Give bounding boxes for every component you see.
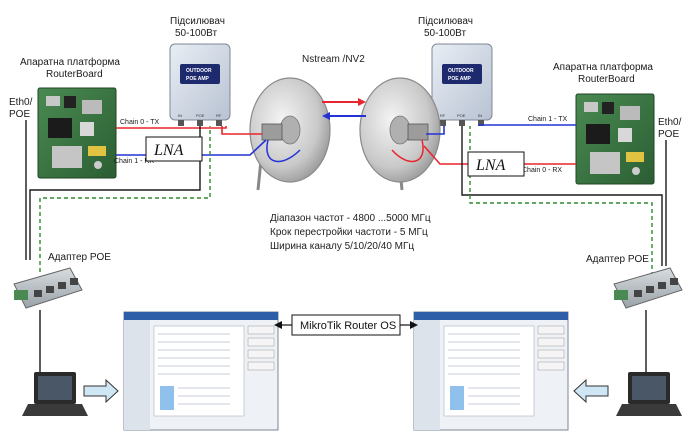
right-poe-adapter <box>613 267 683 309</box>
right-lna: LNA <box>467 151 525 177</box>
right-amp-power: 50-100Вт <box>424 28 466 39</box>
right-amp-port-poe: POE <box>457 113 466 118</box>
right-cabling <box>423 124 667 276</box>
right-amp-line2: POE AMP <box>448 76 472 82</box>
left-laptop-cable <box>39 310 52 379</box>
right-dish-antenna <box>359 77 441 191</box>
right-lna-label: LNA <box>475 157 506 174</box>
left-chain-tx: Chain 0 - TX <box>120 119 159 126</box>
os-label: MikroTik Router OS <box>300 320 396 332</box>
link-arrows <box>322 98 366 120</box>
left-amp-line2: POE AMP <box>186 76 210 82</box>
right-platform-title: Апаратна платформа <box>553 61 653 73</box>
right-amp-title: Підсилювач <box>418 16 473 27</box>
right-amp-line1: OUTDOOR <box>448 68 474 74</box>
right-chain-tx: Chain 1 - TX <box>528 116 567 123</box>
right-winbox-window <box>413 311 569 431</box>
left-winbox-window <box>123 311 279 431</box>
left-block-arrow <box>83 378 119 404</box>
left-lna: LNA <box>145 136 203 162</box>
os-label-group: MikroTik Router OS <box>274 314 418 336</box>
right-platform-name: RouterBoard <box>578 74 635 85</box>
left-eth-poe: POE <box>9 109 30 120</box>
left-platform-name: RouterBoard <box>46 69 103 80</box>
right-amp-port-in: IN <box>478 113 482 118</box>
right-chain-rx: Chain 0 - RX <box>522 167 562 174</box>
spec-frequency-step: Крок перестройки частоти - 5 МГц <box>270 227 428 238</box>
left-laptop <box>22 372 88 416</box>
right-amp-port-rf: RF <box>440 113 446 118</box>
left-amp-power: 50-100Вт <box>175 28 217 39</box>
right-amplifier: OUTDOOR POE AMP RF POE IN <box>431 43 493 126</box>
left-lna-label: LNA <box>153 142 184 159</box>
right-routerboard <box>575 93 655 185</box>
left-dish-antenna <box>249 77 331 191</box>
right-adapter-label: Адаптер POE <box>586 254 649 265</box>
left-adapter-label: Адаптер POE <box>48 252 111 263</box>
left-poe-adapter <box>13 267 83 309</box>
right-block-arrow <box>573 378 609 404</box>
left-amp-port-poe: POE <box>196 113 205 118</box>
left-platform-title: Апаратна платформа <box>20 56 120 68</box>
left-amp-port-in: IN <box>178 113 182 118</box>
spec-channel-width: Ширина каналу 5/10/20/40 МГц <box>270 241 414 252</box>
spec-frequency-range: Діапазон частот - 4800 ...5000 МГц <box>270 213 431 224</box>
left-amp-line1: OUTDOOR <box>186 68 212 74</box>
right-eth-poe: POE <box>658 129 679 140</box>
left-amplifier: OUTDOOR POE AMP IN POE RF <box>169 43 231 126</box>
left-chain-rx: Chain 1 - RX <box>114 158 154 165</box>
right-laptop-cable <box>634 310 647 379</box>
link-label: Nstream /NV2 <box>302 54 365 65</box>
right-laptop <box>616 372 682 416</box>
left-amp-title: Підсилювач <box>170 16 225 27</box>
left-eth-port: Eth0/ <box>9 97 33 108</box>
right-eth-port: Eth0/ <box>658 117 682 128</box>
left-amp-port-rf: RF <box>216 113 222 118</box>
left-routerboard <box>37 87 117 179</box>
